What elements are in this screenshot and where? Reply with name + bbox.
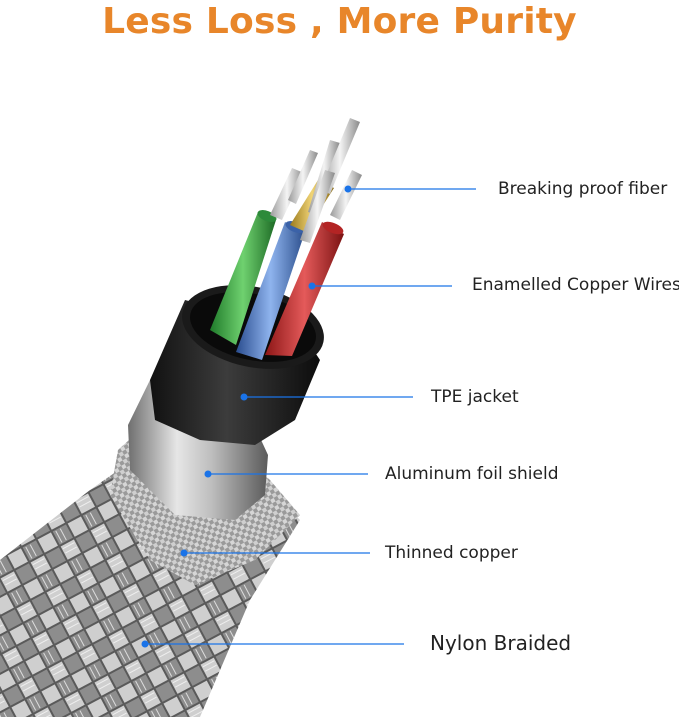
pointer-dot-wires [308,282,316,290]
label-thinned-copper: Thinned copper [385,543,518,563]
label-nylon-braided: Nylon Braided [430,631,572,655]
pointer-dots [141,185,352,648]
breaking-proof-fiber [270,118,362,243]
enamelled-copper-wires [210,210,344,360]
pointer-dot-jacket [240,393,248,401]
page-title: Less Loss , More Purity [102,1,577,42]
pointer-dot-copper [180,549,188,557]
label-breaking-proof-fiber: Breaking proof fiber [498,179,668,199]
pointer-dot-braid [141,640,149,648]
label-enamelled-copper-wires: Enamelled Copper Wires [472,275,679,295]
label-aluminum-foil-shield: Aluminum foil shield [385,464,559,484]
pointer-lines [145,188,476,645]
pointer-dot-foil [204,470,212,478]
label-tpe-jacket: TPE jacket [431,387,519,407]
pointer-dot-fiber [344,185,352,193]
